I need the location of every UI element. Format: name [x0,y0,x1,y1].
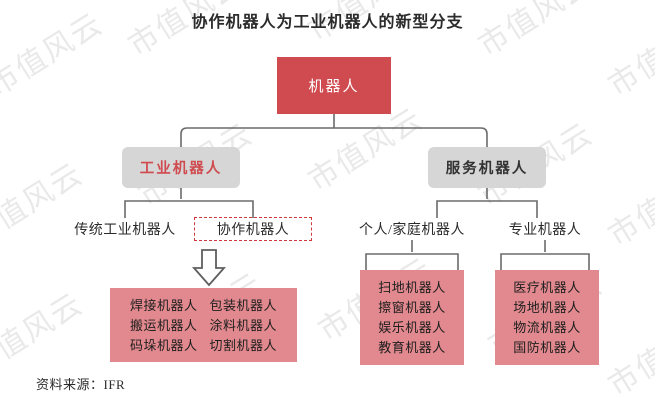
leafbox-cell: 码垛机器人 [129,338,198,353]
leafbox-industrial-robot-types[interactable]: 焊接机器人 包装机器人 搬运机器人 涂料机器人 码垛机器人 切割机器人 [110,288,297,362]
node-robot-root[interactable]: 机器人 [277,57,391,114]
node-collaborative-robot[interactable]: 协作机器人 [194,217,312,241]
node-label: 协作机器人 [216,223,290,238]
leafbox-row: 搬运机器人 涂料机器人 [110,316,297,336]
leafbox-row: 场地机器人 [495,298,599,318]
connector-root-bracket [180,127,488,147]
node-service-robot[interactable]: 服务机器人 [428,147,546,188]
leafbox-cell: 擦窗机器人 [378,300,446,315]
node-label: 个人/家庭机器人 [359,223,465,238]
leafbox-row: 焊接机器人 包装机器人 [110,296,297,316]
connector-personal-bracket [365,253,459,270]
down-arrow-icon [192,249,226,287]
node-label: 服务机器人 [445,161,529,177]
leafbox-row: 码垛机器人 切割机器人 [110,336,297,356]
leafbox-cell: 切割机器人 [209,338,278,353]
leafbox-personal-robot-types[interactable]: 扫地机器人 擦窗机器人 娱乐机器人 教育机器人 [360,270,464,365]
source-note: 资料来源：IFR [36,377,126,392]
leafbox-row: 教育机器人 [360,338,464,358]
leafbox-cell: 包装机器人 [209,298,278,313]
leafbox-cell: 焊接机器人 [129,298,198,313]
node-industrial-robot[interactable]: 工业机器人 [122,147,240,188]
node-label: 机器人 [308,79,360,95]
leafbox-cell: 娱乐机器人 [378,320,446,335]
leafbox-cell: 搬运机器人 [129,318,198,333]
node-personal-home-robot[interactable]: 个人/家庭机器人 [341,218,483,240]
leafbox-row: 擦窗机器人 [360,298,464,318]
leafbox-row: 娱乐机器人 [360,318,464,338]
leafbox-row: 物流机器人 [495,318,599,338]
node-label: 专业机器人 [508,223,582,238]
leafbox-cell: 扫地机器人 [378,280,446,295]
leafbox-cell: 涂料机器人 [209,318,278,333]
leafbox-professional-robot-types[interactable]: 医疗机器人 场地机器人 物流机器人 国防机器人 [495,270,599,365]
page-title: 协作机器人为工业机器人的新型分支 [191,14,464,31]
node-label: 传统工业机器人 [74,223,176,238]
leafbox-cell: 国防机器人 [513,340,581,355]
connector-industrial-bracket [124,200,254,218]
leafbox-row: 国防机器人 [495,338,599,358]
connector-service-bracket [436,200,538,218]
leafbox-cell: 教育机器人 [378,340,446,355]
leafbox-cell: 医疗机器人 [513,280,581,295]
connector-professional-bracket [500,253,590,270]
node-traditional-industrial-robot[interactable]: 传统工业机器人 [62,218,188,240]
leafbox-cell: 场地机器人 [513,300,581,315]
node-professional-robot[interactable]: 专业机器人 [489,218,601,240]
leafbox-cell: 物流机器人 [513,320,581,335]
node-label: 工业机器人 [139,161,223,177]
leafbox-row: 医疗机器人 [495,278,599,298]
leafbox-row: 扫地机器人 [360,278,464,298]
